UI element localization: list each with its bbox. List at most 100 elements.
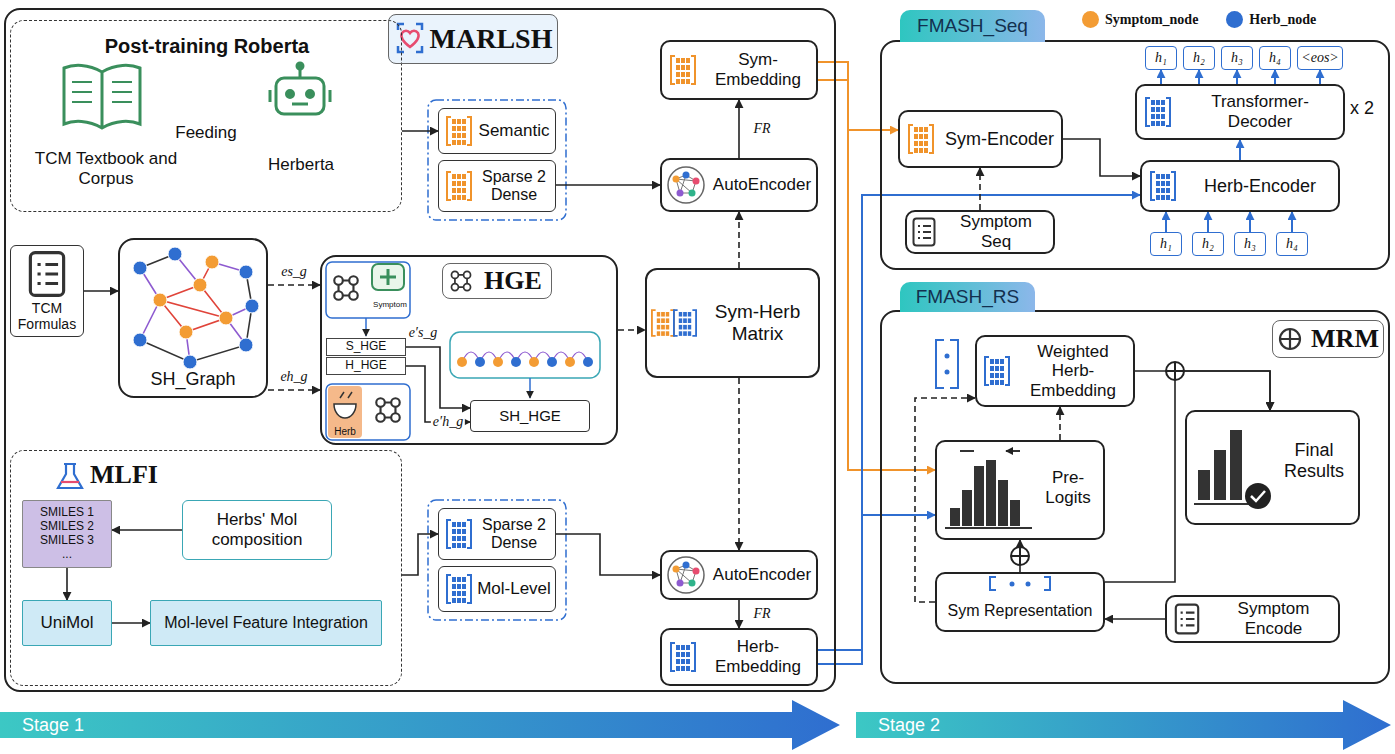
- connector-arrow: [1236, 70, 1238, 84]
- node-label: Symptom Seq: [943, 212, 1049, 251]
- module-panel: FMASH_RSMRMWeighted Herb-EmbeddingPre-Lo…: [880, 310, 1390, 684]
- token-box: <eos>: [1297, 46, 1343, 70]
- node-body: AutoEncoder: [662, 160, 816, 210]
- node-body: TCM Formulas: [11, 246, 83, 336]
- node-label: Sparse 2 Dense: [477, 168, 551, 205]
- process-box: Semantic: [438, 108, 556, 154]
- node-label: Herbs' Mol composition: [187, 510, 327, 549]
- node-label: h₄: [1286, 236, 1298, 252]
- process-box: S_HGE: [326, 338, 406, 356]
- token-box: h₃: [1221, 46, 1253, 70]
- connector-arrow: [1059, 407, 1061, 440]
- node-label: MRM: [1272, 320, 1384, 358]
- connector-arrow: [402, 534, 438, 575]
- node-body: h₃: [1222, 47, 1252, 69]
- node-body: Sym-Herb Matrix: [647, 270, 818, 376]
- connector-arrow: [1160, 70, 1162, 84]
- connector-arrow: [1274, 70, 1276, 84]
- node-label: SMILES 2: [40, 520, 94, 534]
- node-label: ...: [62, 548, 72, 562]
- node-body: <eos>: [1298, 47, 1342, 69]
- token-box: h₁: [1150, 232, 1182, 256]
- node-label: Sym-Embedding: [704, 50, 812, 89]
- connector-arrow: [84, 290, 118, 292]
- connector-arrow: [738, 378, 740, 550]
- process-box: SH_HGE: [470, 400, 590, 432]
- node-body: h₁: [1151, 233, 1181, 255]
- node-body: Mol-Level: [439, 567, 555, 611]
- connector-arrow: [1198, 70, 1200, 84]
- node-label: SH_Graph: [150, 369, 235, 390]
- node-label: h₃: [1244, 236, 1256, 252]
- connector-arrow: [738, 212, 740, 268]
- connector-arrow: [1291, 212, 1293, 232]
- node-label: h₃: [1231, 50, 1243, 66]
- connector-arrow: [66, 568, 68, 600]
- node-body: AutoEncoder: [662, 552, 816, 598]
- node-label: Weighted Herb-Embedding: [1017, 342, 1129, 401]
- token-box: h₄: [1276, 232, 1308, 256]
- process-box: Herb-Embedding: [660, 628, 818, 686]
- edge-label: eh_g: [278, 369, 309, 384]
- node-label: Stage 2: [878, 700, 1018, 750]
- connector-arrow: [556, 184, 660, 186]
- connector-arrow: [1249, 212, 1251, 232]
- node-label: MLFI: [51, 457, 161, 493]
- connector-arrow: [1239, 140, 1241, 160]
- edge-label: FR: [751, 606, 772, 621]
- node-label: Symptom Encode: [1213, 599, 1334, 638]
- node-body: Sparse 2 Dense: [439, 509, 555, 559]
- legend: Symptom_nodeHerb_node: [1082, 11, 1316, 28]
- node-body: H_HGE: [327, 358, 405, 374]
- process-box: AutoEncoder: [660, 550, 818, 600]
- process-box: SMILES 1SMILES 2SMILES 3...: [22, 500, 112, 568]
- module-panel: FMASH_SeqSym-EncoderSymptom SeqHerb-Enco…: [880, 40, 1390, 270]
- token-box: h₄: [1259, 46, 1291, 70]
- process-box: TCM Formulas: [10, 245, 84, 337]
- process-box: Sym Representation: [935, 572, 1105, 632]
- node-label: TCM Formulas: [15, 300, 79, 332]
- node-label: H_HGE: [345, 359, 386, 373]
- process-box: Herbs' Mol composition: [182, 500, 332, 560]
- node-label: h₂: [1193, 50, 1205, 66]
- node-body: h₁: [1146, 47, 1176, 69]
- node-label: FMASH_RS: [900, 282, 1035, 312]
- node-label: Feeding: [161, 123, 251, 143]
- node-body: h₃: [1235, 233, 1265, 255]
- connector-arrow: [112, 529, 182, 531]
- node-label: Transformer-Decoder: [1181, 92, 1339, 131]
- connector-arrow: [979, 168, 981, 210]
- node-body: UniMol: [23, 601, 111, 645]
- node-body: Sym-Embedding: [662, 42, 816, 98]
- connector-arrow: [402, 130, 438, 132]
- connector-arrow: [738, 600, 740, 628]
- node-body: S_HGE: [327, 339, 405, 355]
- node-body: Symptom Seq: [907, 212, 1053, 252]
- node-label: Stage 1: [22, 700, 162, 750]
- node-label: Herberta: [251, 155, 351, 175]
- node-label: Final Results: [1271, 440, 1357, 481]
- node-label: Sym-Encoder: [945, 129, 1054, 150]
- node-body: Herb-Encoder: [1142, 162, 1338, 210]
- process-box: Sym-Herb Matrix: [645, 268, 820, 378]
- node-body: Weighted Herb-Embedding: [977, 337, 1133, 405]
- node-body: Symptom Encode: [1167, 597, 1338, 641]
- node-body: Sparse 2 Dense: [439, 161, 555, 211]
- stage-arrow: Stage 2: [856, 700, 1391, 750]
- node-label: S_HGE: [346, 340, 387, 354]
- node-label: h₄: [1269, 50, 1281, 66]
- node-body: SH_HGE: [471, 401, 589, 431]
- node-label: HGE: [442, 263, 552, 299]
- node-label: Mol-Level: [477, 579, 551, 599]
- node-label: SH_HGE: [499, 407, 561, 424]
- node-body: Sym Representation: [937, 574, 1103, 630]
- connector-arrow: [556, 534, 660, 575]
- node-label: Semantic: [479, 121, 550, 141]
- module-box: HGESymptomHerbS_HGEH_HGESH_HGE: [320, 255, 618, 445]
- process-box: AutoEncoder: [660, 158, 818, 212]
- token-box: h₁: [1145, 46, 1177, 70]
- connector-arrow: [1207, 212, 1209, 232]
- node-label: h₂: [1202, 236, 1214, 252]
- node-label: Mol-level Feature Integration: [164, 614, 368, 632]
